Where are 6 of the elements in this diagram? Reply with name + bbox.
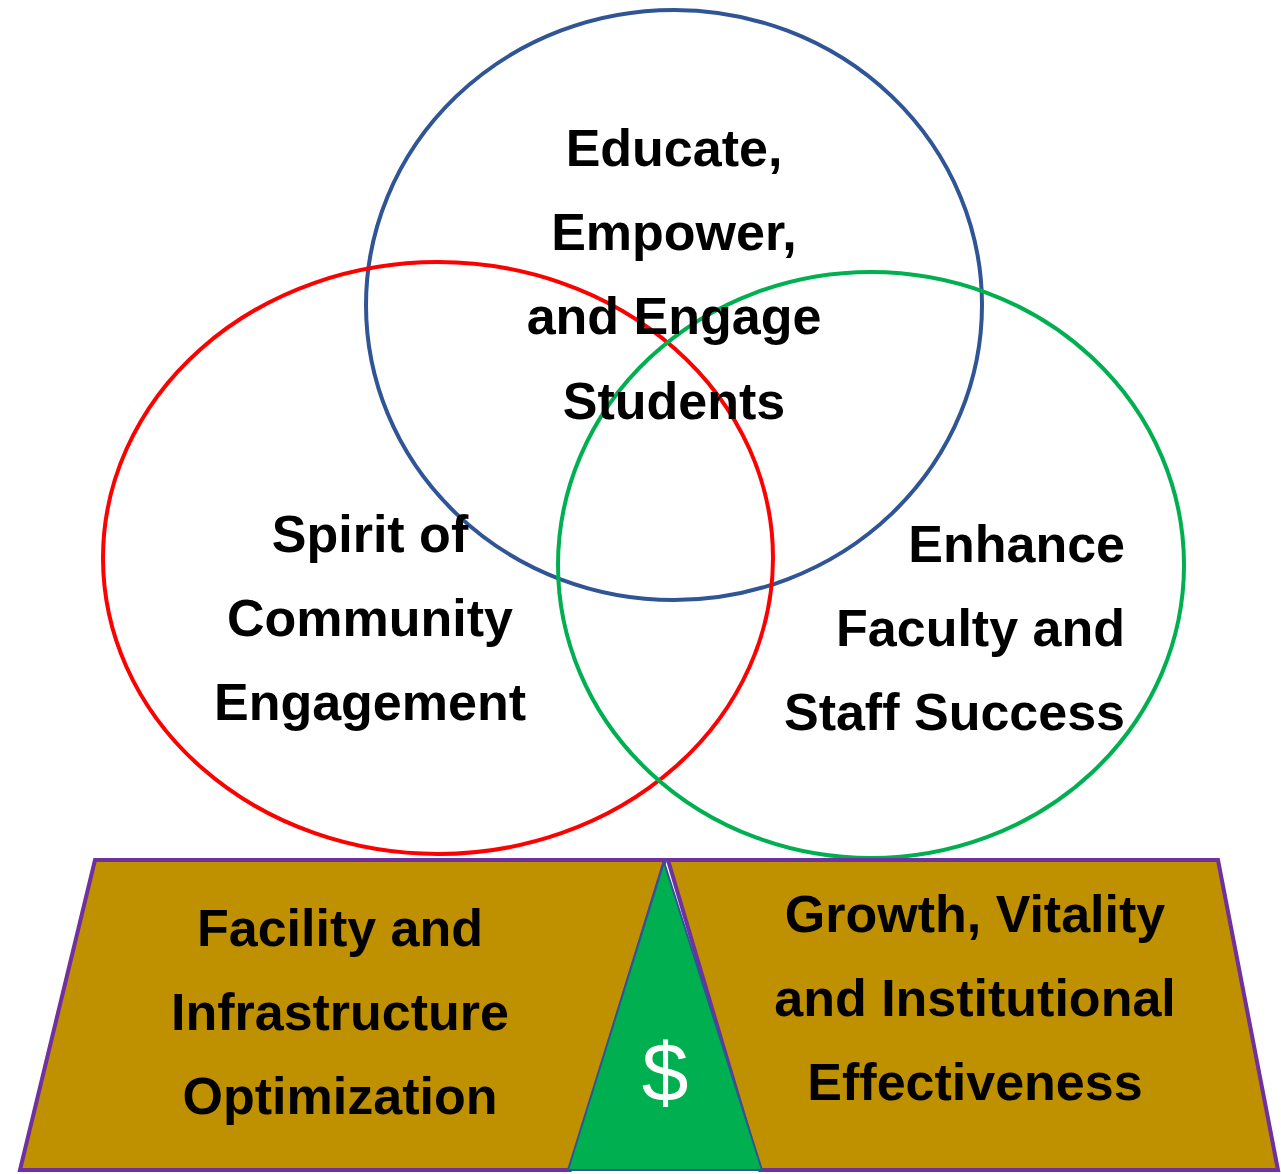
fulcrum-triangle bbox=[568, 862, 762, 1170]
circle-label: Enhance Faculty and Staff Success bbox=[782, 514, 1125, 744]
currency-symbol: $ bbox=[640, 1024, 690, 1121]
panel-label: Growth, Vitality and Institutional Effectiveness bbox=[773, 884, 1177, 1114]
panel-label: Facility and Infrastructure Optimization bbox=[169, 898, 511, 1128]
circle-label: Spirit of Community Engagement bbox=[212, 504, 528, 734]
